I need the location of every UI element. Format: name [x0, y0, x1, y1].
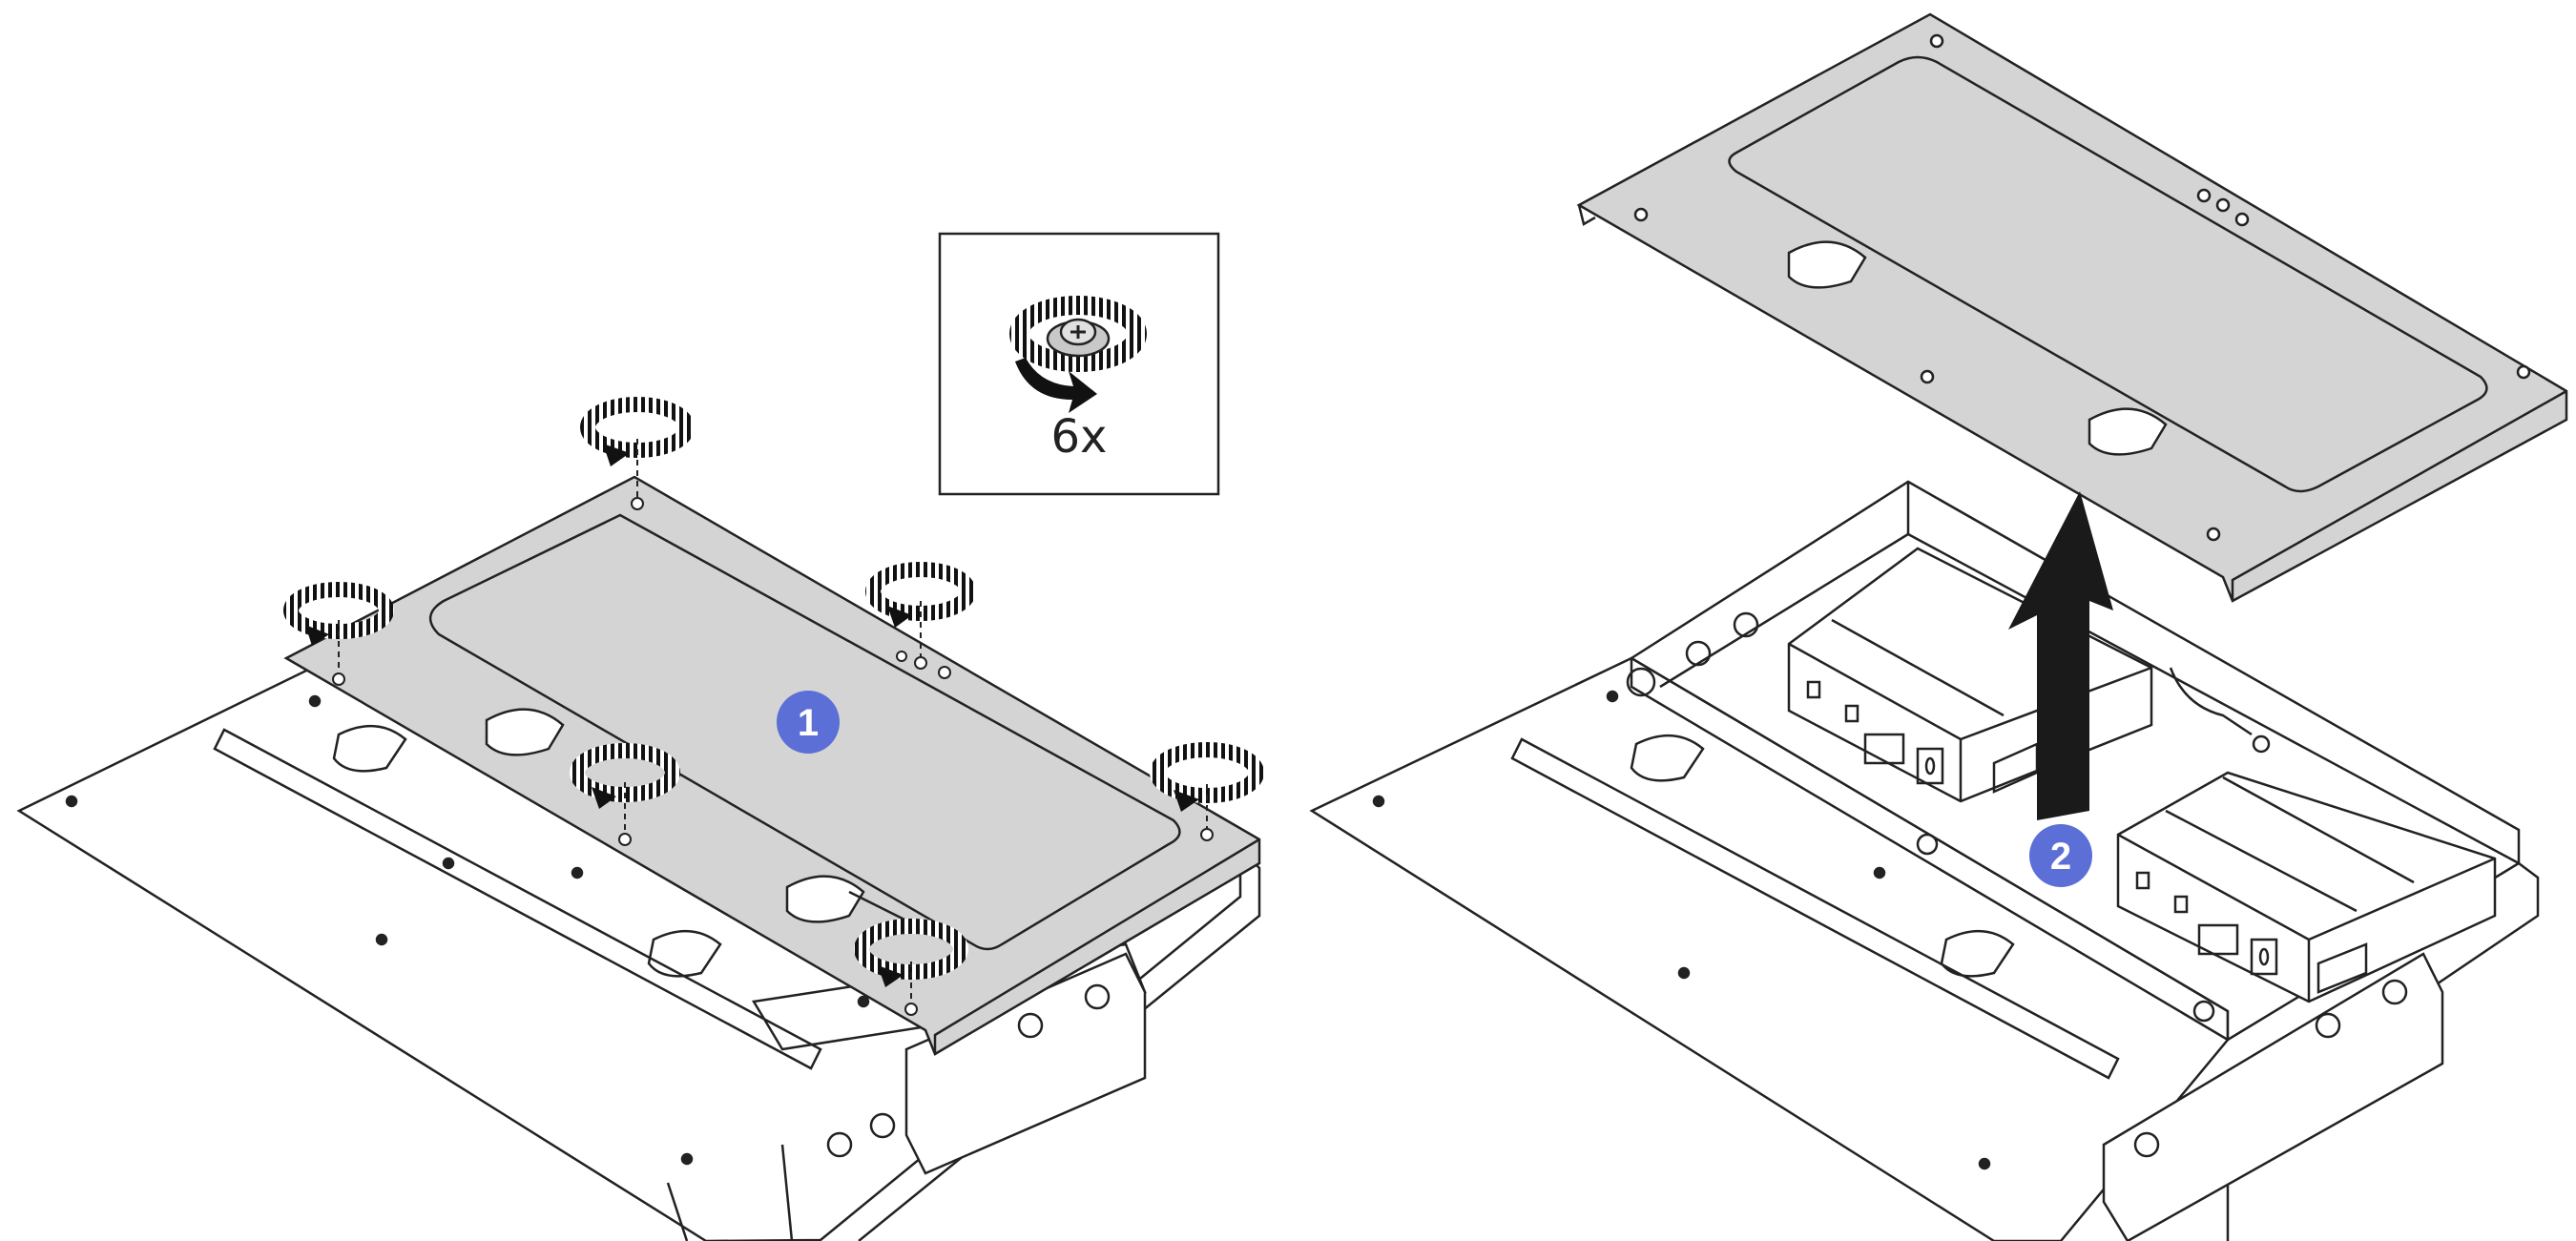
- top-cover-removed: [1576, 12, 2568, 603]
- screw-rotation-group: [283, 397, 1264, 1016]
- left-assembly: [16, 475, 1261, 1241]
- screw-icon: [914, 656, 927, 670]
- step-1-number: 1: [798, 702, 819, 744]
- screw-rotation-4: [570, 743, 680, 846]
- rotation-arrow-icon: [1174, 790, 1199, 812]
- rotation-arrow-icon: [887, 606, 912, 628]
- screw-rotation-6: [854, 919, 968, 1016]
- step-2-badge: 2: [2029, 824, 2092, 887]
- screw-loosen-icon: [1009, 296, 1147, 413]
- screw-rotation-3: [865, 562, 976, 679]
- screw-icon: [618, 833, 632, 846]
- screw-rotation-2: [580, 397, 695, 510]
- rotation-arrow-icon: [603, 444, 630, 466]
- rotation-arrow-icon: [592, 787, 616, 809]
- lift-arrow-icon: [2008, 491, 2113, 820]
- cover-inner-panel-right: [1728, 55, 2488, 493]
- rotation-arrow-icon: [305, 625, 329, 646]
- screw-legend: 6x: [938, 232, 1220, 496]
- screw-icon: [631, 497, 644, 510]
- screw-rotation-5: [1150, 742, 1264, 841]
- step-1-badge: 1: [777, 691, 840, 754]
- bracket-left: [904, 952, 1147, 1175]
- step-2-number: 2: [2050, 836, 2071, 878]
- power-module-2: [2116, 771, 2497, 1003]
- screw-rotation-1: [283, 582, 394, 686]
- screw-icon: [1200, 828, 1214, 841]
- screw-icon: [332, 672, 345, 686]
- screw-count-label: 6x: [1051, 410, 1108, 464]
- chassis-slot-left: [213, 728, 822, 1070]
- screw-icon: [904, 1003, 918, 1016]
- right-assembly: [1309, 480, 2540, 1241]
- rotation-arrow-icon: [878, 965, 904, 987]
